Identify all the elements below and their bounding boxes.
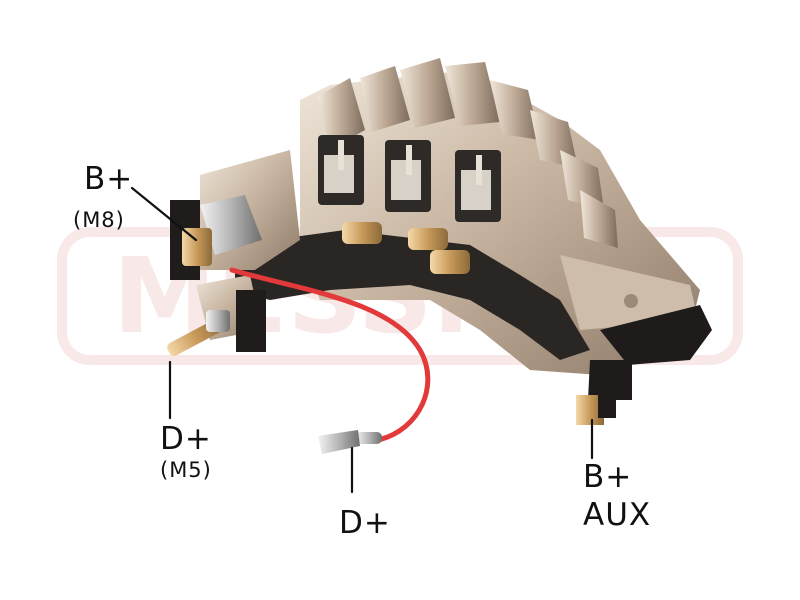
b-plus-m8-sub-label: (M8): [73, 208, 125, 232]
b-plus-m8-label: B+: [84, 161, 134, 197]
mounting-screw-icon: [624, 294, 638, 308]
callout-lines: [130, 186, 594, 494]
b-plus-terminal: [170, 150, 300, 352]
diode-3: [430, 150, 501, 274]
diode-row: [318, 135, 501, 274]
d-plus-m5-stud: [167, 310, 230, 356]
diode-2: [385, 140, 448, 250]
hex-nut-icon: [200, 195, 262, 255]
b-plus-aux-sub-label: AUX: [583, 497, 652, 533]
b-plus-m8-pointer: [130, 186, 198, 242]
m8-stud-icon: [182, 228, 212, 266]
b-plus-aux-label: B+: [583, 459, 633, 495]
b-plus-aux-tab: [576, 378, 616, 425]
d-plus-m5-label: D+: [160, 421, 212, 457]
spade-connector-icon: [318, 430, 360, 454]
d-plus-m5-sub-label: (M5): [160, 458, 212, 482]
d-plus-wire: [229, 267, 431, 454]
diode-1: [318, 135, 382, 244]
d-plus-wire-label: D+: [339, 505, 391, 541]
